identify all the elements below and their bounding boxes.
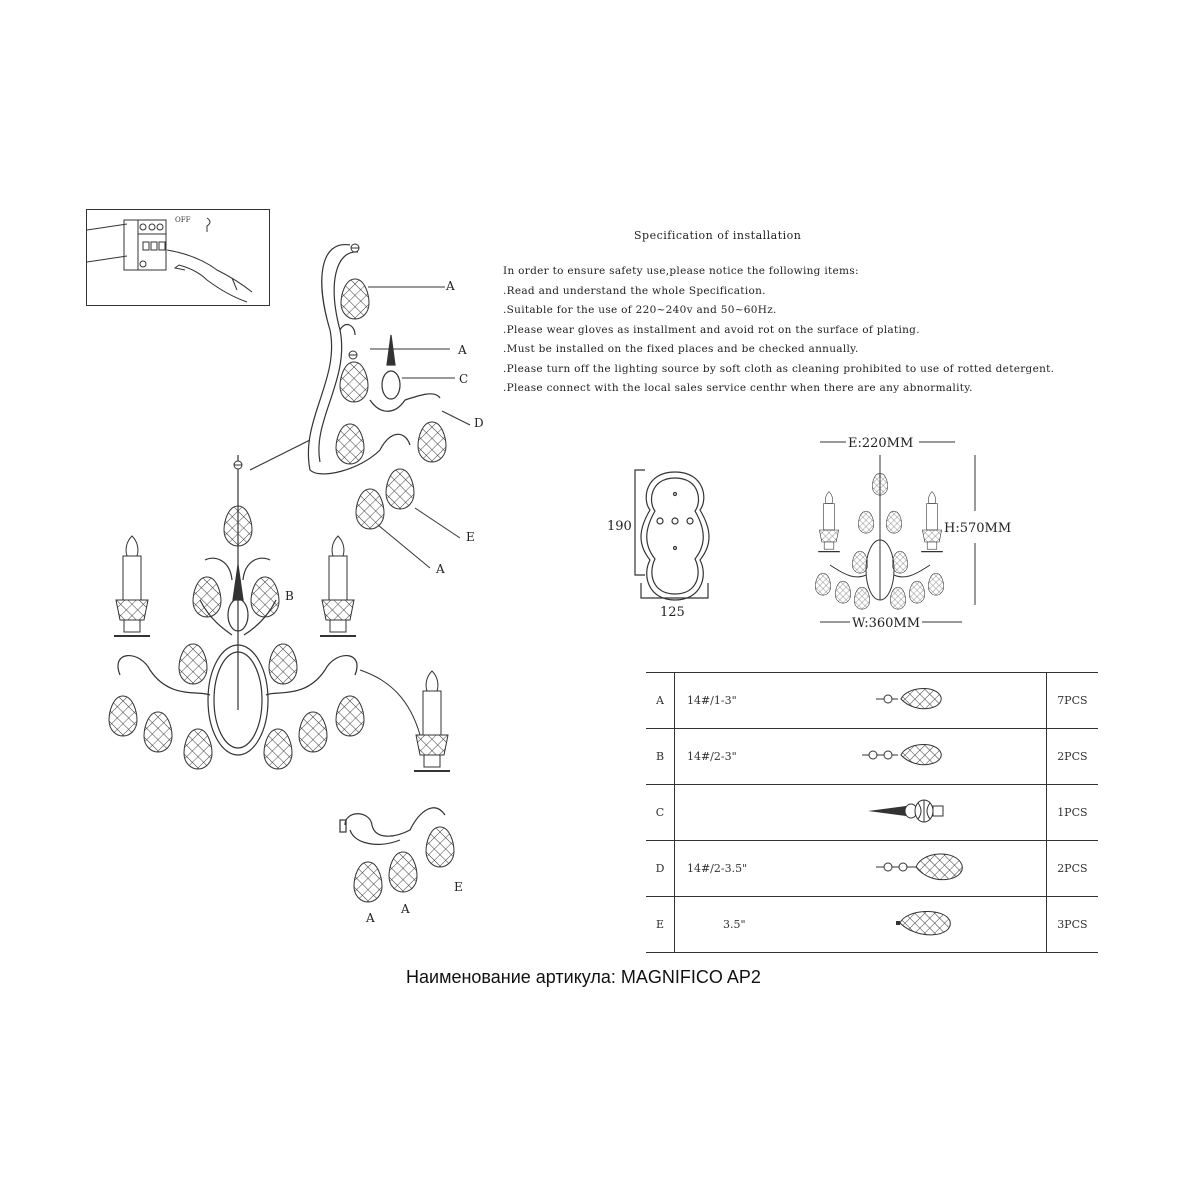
part-qty: 7PCS: [1045, 672, 1098, 729]
svg-text:A: A: [445, 279, 455, 293]
svg-text:A: A: [365, 911, 375, 925]
svg-text:A: A: [457, 343, 467, 357]
right-arm-assembly: [339, 807, 446, 845]
backplate-drawing: [634, 469, 710, 601]
svg-text:190: 190: [607, 519, 632, 534]
crystal-drop-plain-icon: [805, 896, 1046, 953]
part-code: B: [646, 728, 675, 785]
breaker-hand-icon: OFF: [86, 216, 253, 303]
article-caption: Наименование артикула: MAGNIFICO AP2: [406, 967, 761, 987]
svg-text:125: 125: [660, 605, 685, 620]
spec-item: .Please turn off the lighting source by …: [503, 362, 1055, 375]
svg-text:OFF: OFF: [175, 216, 191, 224]
table-row: B 14#/2-3" 2PCS: [646, 728, 1098, 785]
part-spec: [674, 784, 806, 841]
svg-text:E:220MM: E:220MM: [848, 436, 913, 451]
svg-text:D: D: [474, 416, 484, 430]
part-code: C: [646, 784, 675, 841]
part-spec: 14#/2-3": [674, 728, 806, 785]
svg-text:A: A: [400, 902, 410, 916]
spec-intro: In order to ensure safety use,please not…: [503, 265, 859, 277]
finial-spike-icon: [805, 784, 1046, 841]
part-code: E: [646, 896, 675, 953]
crystal-drop-2-beads-icon: [805, 728, 1046, 785]
table-row: C 1PCS: [646, 784, 1098, 841]
crystal-drop-1-bead-icon: [805, 672, 1046, 729]
part-qty: 2PCS: [1045, 728, 1098, 785]
table-row: E 3.5" 3PCS: [646, 896, 1098, 953]
part-qty: 3PCS: [1045, 896, 1098, 953]
table-row: D 14#/2-3.5" 2PCS: [646, 840, 1098, 897]
part-spec: 14#/2-3.5": [674, 840, 806, 897]
spec-item: .Must be installed on the fixed places a…: [503, 343, 859, 355]
spec-item: .Please wear gloves as installment and a…: [503, 323, 920, 336]
svg-text:E: E: [454, 880, 463, 894]
spec-item: .Suitable for the use of 220~240v and 50…: [503, 304, 777, 316]
svg-text:B: B: [285, 589, 294, 603]
part-spec: 14#/1-3": [674, 672, 806, 729]
part-code: D: [646, 840, 675, 897]
spec-title: Specification of installation: [634, 229, 802, 242]
spec-item: .Read and understand the whole Specifica…: [503, 284, 766, 297]
svg-text:W:360MM: W:360MM: [852, 616, 920, 631]
crystal-drop-2-beads-large-icon: [805, 840, 1046, 897]
svg-text:H:570MM: H:570MM: [944, 521, 1011, 536]
top-arm-assembly: [249, 244, 441, 475]
svg-text:E: E: [466, 530, 475, 544]
main-sconce-assembly: [117, 455, 358, 756]
table-row: A 14#/1-3" 7PCS: [646, 672, 1098, 729]
power-off-warning-illustration: OFF: [86, 209, 270, 306]
svg-text:C: C: [459, 372, 468, 386]
spec-list: In order to ensure safety use,please not…: [503, 262, 1054, 399]
part-qty: 1PCS: [1045, 784, 1098, 841]
part-qty: 2PCS: [1045, 840, 1098, 897]
part-spec: 3.5": [674, 896, 806, 953]
svg-text:A: A: [435, 562, 445, 576]
spec-item: .Please connect with the local sales ser…: [503, 382, 973, 394]
part-code: A: [646, 672, 675, 729]
parts-table: A 14#/1-3" 7PCS B 14#/2-3" 2PCS C 1PCS D…: [646, 672, 1098, 953]
